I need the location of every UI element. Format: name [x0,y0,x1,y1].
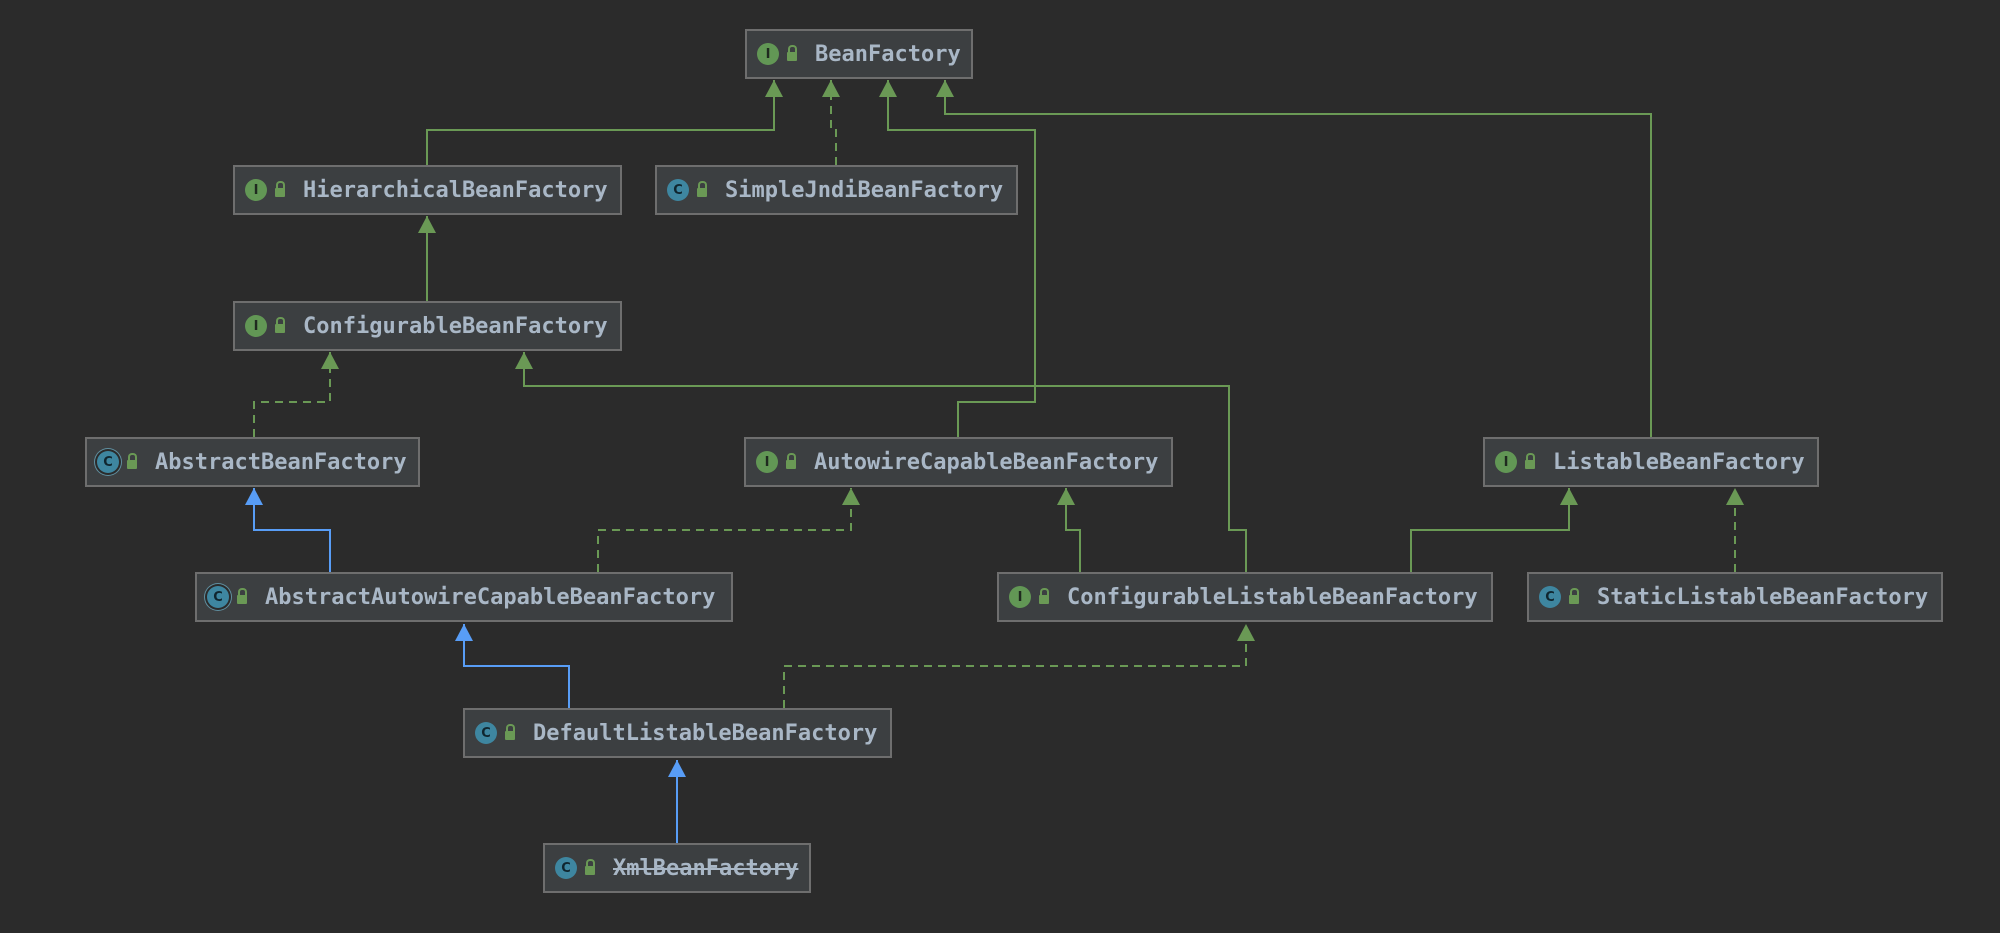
node-label: XmlBeanFactory [613,855,799,881]
public-lock-icon [786,453,796,469]
interface-icon: I [1009,586,1031,608]
abstract-class-icon: C [207,586,229,608]
node-abstract-autowire-capable-bean-factory[interactable]: C AbstractAutowireCapableBeanFactory [195,572,733,622]
arrowhead [1237,624,1255,641]
abstract-class-icon: C [97,451,119,473]
interface-icon: I [756,451,778,473]
node-configurable-listable-bean-factory[interactable]: I ConfigurableListableBeanFactory [997,572,1493,622]
arrowhead [879,80,897,97]
node-label: BeanFactory [815,41,961,67]
interface-icon: I [245,179,267,201]
arrowhead [822,80,840,97]
node-autowire-capable-bean-factory[interactable]: I AutowireCapableBeanFactory [744,437,1173,487]
public-lock-icon [127,453,137,469]
public-lock-icon [275,317,285,333]
edge-hierarchical-to-beanfactory [426,80,775,165]
edge-abstract-to-configurable [253,352,331,437]
edge-configlistable-to-autowire [1065,488,1081,572]
edge-configlistable-to-listable [1410,488,1570,572]
node-label: SimpleJndiBeanFactory [725,177,1004,203]
interface-icon: I [245,315,267,337]
node-simple-jndi-bean-factory[interactable]: C SimpleJndiBeanFactory [655,165,1018,215]
node-label: StaticListableBeanFactory [1597,584,1929,610]
node-label: DefaultListableBeanFactory [533,720,878,746]
node-abstract-bean-factory[interactable]: C AbstractBeanFactory [85,437,420,487]
class-icon: C [1539,586,1561,608]
edge-default-to-configlistable [783,624,1247,708]
edge-abstractautowire-to-autowire [597,488,852,572]
arrowhead [1057,488,1075,505]
node-label: ConfigurableBeanFactory [303,313,608,339]
node-configurable-bean-factory[interactable]: I ConfigurableBeanFactory [233,301,622,351]
node-hierarchical-bean-factory[interactable]: I HierarchicalBeanFactory [233,165,622,215]
edge-autowire-to-beanfactory [887,80,1036,437]
node-listable-bean-factory[interactable]: I ListableBeanFactory [1483,437,1819,487]
arrowhead [245,488,263,505]
node-label: AutowireCapableBeanFactory [814,449,1159,475]
node-bean-factory[interactable]: I BeanFactory [745,29,973,79]
edge-default-to-abstractautowire [463,624,570,708]
node-label: ConfigurableListableBeanFactory [1067,584,1478,610]
arrowhead [455,624,473,641]
arrowhead [1560,488,1578,505]
public-lock-icon [697,181,707,197]
public-lock-icon [1569,588,1579,604]
node-default-listable-bean-factory[interactable]: C DefaultListableBeanFactory [463,708,892,758]
public-lock-icon [237,588,247,604]
arrowhead [515,352,533,369]
arrowheads [245,80,1744,777]
edge-configlistable-to-configurable [523,352,1247,572]
class-icon: C [667,179,689,201]
public-lock-icon [1039,588,1049,604]
arrowhead [418,216,436,233]
edge-listable-to-beanfactory [944,80,1652,437]
public-lock-icon [787,45,797,61]
class-icon: C [555,857,577,879]
arrowhead [321,352,339,369]
node-static-listable-bean-factory[interactable]: C StaticListableBeanFactory [1527,572,1943,622]
node-label: ListableBeanFactory [1553,449,1805,475]
arrowhead [668,760,686,777]
public-lock-icon [275,181,285,197]
arrowhead [765,80,783,97]
arrowhead [936,80,954,97]
arrowhead [842,488,860,505]
public-lock-icon [505,724,515,740]
node-label: AbstractBeanFactory [155,449,407,475]
node-label: HierarchicalBeanFactory [303,177,608,203]
edge-abstractautowire-to-abstract [253,488,331,572]
public-lock-icon [1525,453,1535,469]
public-lock-icon [585,859,595,875]
edge-simplejndi-to-beanfactory [830,80,837,165]
class-icon: C [475,722,497,744]
interface-icon: I [1495,451,1517,473]
arrowhead [1726,488,1744,505]
node-xml-bean-factory[interactable]: C XmlBeanFactory [543,843,811,893]
node-label: AbstractAutowireCapableBeanFactory [265,584,716,610]
interface-icon: I [757,43,779,65]
